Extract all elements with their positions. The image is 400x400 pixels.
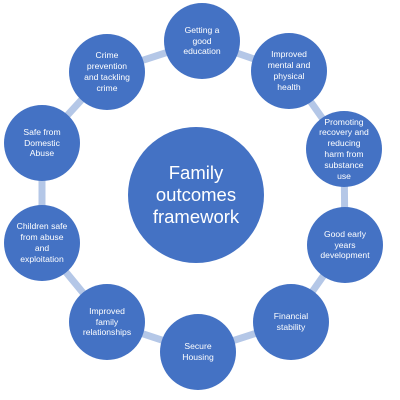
outcome-label: Crime prevention and tackling crime: [84, 50, 130, 93]
center-label: Family outcomes framework: [152, 162, 240, 227]
outcome-financial-stability: Financial stability: [253, 284, 329, 360]
outcome-secure-housing: Secure Housing: [160, 314, 236, 390]
outcome-label: Good early years development: [320, 228, 370, 261]
outcome-label: Getting a good education: [183, 24, 221, 57]
outcome-label: Secure Housing: [182, 341, 214, 362]
outcome-label: Financial stability: [273, 311, 309, 332]
outcome-label: Children safe from abuse and exploitatio…: [16, 221, 68, 264]
center-node: Family outcomes framework: [128, 127, 264, 263]
outcome-label: Improved mental and physical health: [267, 49, 311, 92]
outcome-label: Promoting recovery and reducing harm fro…: [319, 116, 369, 181]
outcome-label: Improved family relationships: [82, 305, 132, 338]
outcome-getting-a-good-education: Getting a good education: [164, 3, 240, 79]
outcome-safe-from-domestic-abuse: Safe from Domestic Abuse: [4, 105, 80, 181]
outcome-improved-mental-and-physical-health: Improved mental and physical health: [251, 33, 327, 109]
outcome-promoting-recovery-substance-use: Promoting recovery and reducing harm fro…: [306, 111, 382, 187]
outcome-crime-prevention: Crime prevention and tackling crime: [69, 34, 145, 110]
outcome-label: Safe from Domestic Abuse: [23, 126, 61, 159]
outcome-improved-family-relationships: Improved family relationships: [69, 284, 145, 360]
outcome-good-early-years-development: Good early years development: [307, 207, 383, 283]
outcome-children-safe-from-abuse: Children safe from abuse and exploitatio…: [4, 205, 80, 281]
